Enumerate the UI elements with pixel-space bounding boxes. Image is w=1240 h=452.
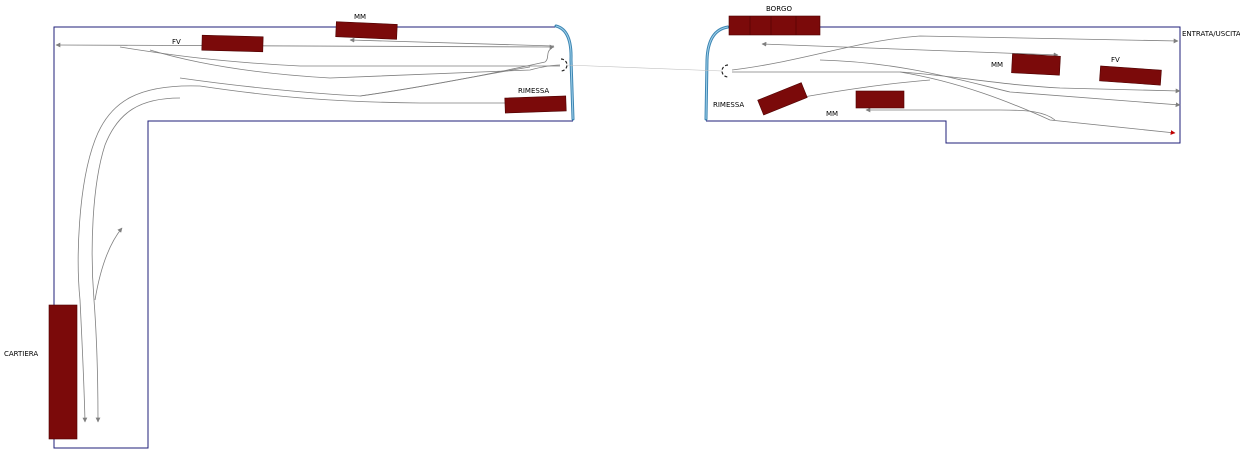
track-right-exit bbox=[899, 71, 1176, 135]
track-cartiera-branch bbox=[94, 227, 123, 301]
tracks-cartiera bbox=[77, 85, 201, 423]
building-rimessa-left bbox=[504, 95, 567, 114]
tunnel-portal-right bbox=[721, 64, 729, 78]
label-cartiera: CARTIERA bbox=[4, 350, 38, 358]
track-left-mm bbox=[349, 37, 555, 47]
building-mm-right-lower bbox=[855, 90, 905, 109]
tunnel-portal-left bbox=[560, 58, 568, 72]
track-left-siding-1 bbox=[149, 49, 561, 79]
label-fv-right: FV bbox=[1111, 56, 1120, 64]
label-entrata-uscita: ENTRATA/USCITA bbox=[1182, 30, 1240, 38]
labels: FV MM RIMESSA BORGO ENTRATA/USCITA MM FV… bbox=[4, 5, 1240, 358]
track-left-connection bbox=[359, 47, 553, 97]
river-right bbox=[704, 25, 730, 121]
tracks-left-station bbox=[55, 37, 561, 106]
track-right-main bbox=[732, 71, 1181, 94]
label-fv-left: FV bbox=[172, 38, 181, 46]
building-mm-top-left bbox=[335, 21, 398, 40]
label-mm-right-upper: MM bbox=[991, 61, 1003, 69]
label-mm-top-left: MM bbox=[354, 13, 366, 21]
tracks-right-station bbox=[731, 35, 1181, 135]
building-cartiera bbox=[48, 304, 78, 440]
label-mm-right-lower: MM bbox=[826, 110, 838, 118]
label-borgo: BORGO bbox=[766, 5, 792, 13]
track-left-fv bbox=[119, 46, 560, 67]
building-rimessa-right bbox=[757, 82, 808, 116]
track-right-mm-lower bbox=[865, 107, 1056, 121]
track-left-siding-2 bbox=[179, 66, 531, 97]
track-left-main bbox=[55, 42, 555, 50]
track-curve-inner bbox=[91, 97, 181, 423]
track-right-entrata bbox=[731, 35, 1179, 71]
building-mm-right-upper bbox=[1011, 53, 1061, 76]
label-rimessa-left: RIMESSA bbox=[518, 87, 549, 95]
building-borgo bbox=[728, 15, 821, 36]
buildings bbox=[48, 15, 1162, 440]
river-left bbox=[554, 24, 575, 121]
building-fv-left bbox=[201, 34, 264, 53]
track-right-fv bbox=[819, 59, 1181, 108]
track-left-rimessa bbox=[199, 85, 549, 106]
track-right-mm-upper bbox=[761, 41, 1059, 58]
board-outline-left bbox=[53, 26, 573, 449]
track-curve-outer bbox=[77, 85, 201, 423]
board-outline-right bbox=[706, 26, 1181, 144]
building-fv-right bbox=[1099, 65, 1162, 86]
label-rimessa-right: RIMESSA bbox=[713, 101, 744, 109]
hidden-link-track bbox=[565, 64, 723, 72]
